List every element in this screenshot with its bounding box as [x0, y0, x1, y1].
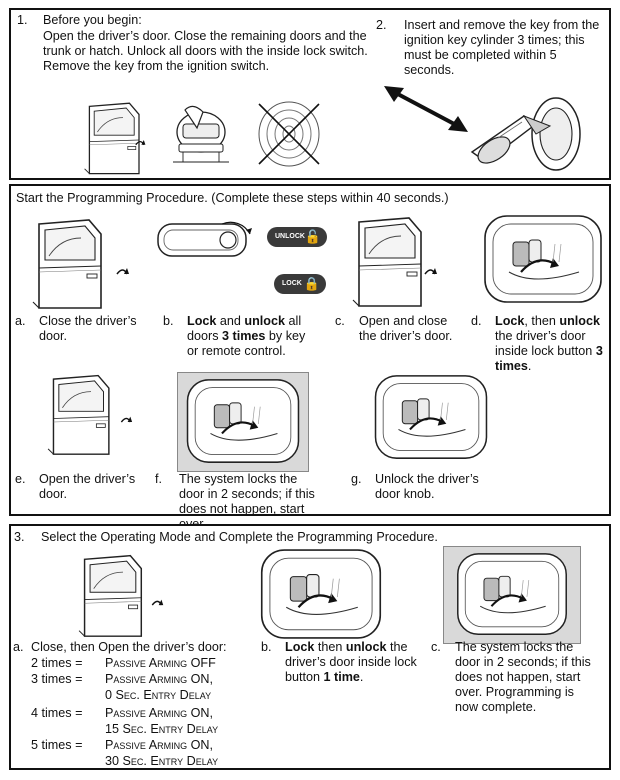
locked-padlock-icon: 🔒 [303, 276, 320, 291]
key-lock-illustration [157, 221, 252, 257]
step1-title: Before you begin: [43, 13, 142, 27]
step-c-text: Open and close the driver’s door. [359, 314, 453, 343]
step-d-times: 3 times [495, 344, 603, 373]
mode-option-count: 4 times = [31, 706, 83, 720]
unlock-remote-button: UNLOCK 🔓 [267, 227, 327, 247]
mode-option-line2: 15 Sec. Entry Delay [105, 722, 219, 736]
open-close-door-illustration [352, 217, 438, 307]
step1-number: 1. [17, 13, 28, 27]
key-in-ignition-illustration [470, 97, 581, 171]
step-b-unlock: unlock [244, 314, 286, 328]
step-d-letter: d. [471, 314, 482, 328]
step-b-text: Lock and unlock all doors 3 times by key… [187, 314, 306, 358]
step-e-letter: e. [15, 472, 26, 486]
no-fingerprint-crossed-illustration [258, 101, 320, 167]
step-f-text: The system locks the door in 2 seconds; … [179, 472, 315, 531]
step3-a-letter: a. [13, 640, 24, 654]
step1-box: 1. Before you begin: Open the driver’s d… [9, 8, 373, 180]
step-b-letter: b. [163, 314, 174, 328]
step-g-letter: g. [351, 472, 362, 486]
step3-c-text: The system locks the door in 2 seconds; … [455, 640, 591, 714]
step-c-letter: c. [335, 314, 345, 328]
unlock-door-knob-illustration [374, 374, 488, 460]
open-door-illustration [83, 102, 147, 175]
mode-option-count: 3 times = [31, 672, 83, 686]
step2-box: 2. Insert and remove the key from the ig… [370, 8, 611, 180]
step-g-text: Unlock the driver’s door knob. [375, 472, 479, 501]
procedure-box: Start the Programming Procedure. (Comple… [9, 184, 611, 531]
mode-option-line1: Passive Arming ON, [105, 672, 214, 686]
ignition-key-removal-illustration [173, 105, 229, 163]
step-b-times: 3 times [222, 329, 266, 343]
step-e-text: Open the driver’s door. [39, 472, 136, 501]
step3-a-text: Close, then Open the driver’s door: [31, 640, 227, 654]
lock-remote-button: LOCK 🔒 [274, 274, 326, 294]
mode-option-count: 5 times = [31, 738, 83, 752]
lock-unlock-button-illustration [260, 548, 382, 640]
mode-option-count: 2 times = [31, 656, 83, 670]
step3-title: Select the Operating Mode and Complete t… [41, 530, 438, 544]
step-f-letter: f. [155, 472, 162, 486]
unlocked-padlock-icon: 🔓 [304, 229, 321, 244]
step3-b-lock: Lock [285, 640, 315, 654]
step3-box: 3. Select the Operating Mode and Complet… [9, 524, 611, 770]
step-a-text: Close the driver’s door. [39, 314, 137, 343]
step-b-lock: Lock [187, 314, 217, 328]
step-d-text: Lock, then unlock the driver’s door insi… [495, 314, 603, 373]
mode-option-line1: Passive Arming OFF [105, 656, 216, 670]
close-open-door-illustration [78, 554, 164, 637]
double-arrow-icon [384, 86, 468, 132]
step2-body: Insert and remove the key from the ignit… [404, 18, 600, 77]
step-a-letter: a. [15, 314, 26, 328]
step3-b-letter: b. [261, 640, 272, 654]
step-d-lock: Lock [495, 314, 525, 328]
lock-label: LOCK [282, 280, 302, 287]
step3-b-text: Lock then unlock the driver’s door insid… [285, 640, 417, 684]
step-d-unlock: unlock [559, 314, 601, 328]
step2-number: 2. [376, 18, 387, 32]
inside-lock-button-illustration [483, 214, 603, 304]
mode-option-line2: 30 Sec. Entry Delay [105, 754, 219, 768]
final-auto-lock-illustration [456, 552, 568, 636]
procedure-title: Start the Programming Procedure. (Comple… [16, 191, 449, 205]
unlock-label: UNLOCK [275, 233, 305, 240]
step3-number: 3. [14, 530, 25, 544]
open-door-again-illustration [47, 374, 133, 455]
step3-c-letter: c. [431, 640, 441, 654]
door-locks-automatically-illustration [186, 378, 300, 464]
mode-option-line2: 0 Sec. Entry Delay [105, 688, 212, 702]
step1-body: Open the driver’s door. Close the remain… [43, 29, 368, 73]
mode-option-line1: Passive Arming ON, [105, 738, 214, 752]
close-door-illustration [32, 219, 130, 309]
mode-option-line1: Passive Arming ON, [105, 706, 214, 720]
step3-b-times: 1 time [323, 670, 360, 684]
step3-b-unlock: unlock [345, 640, 387, 654]
